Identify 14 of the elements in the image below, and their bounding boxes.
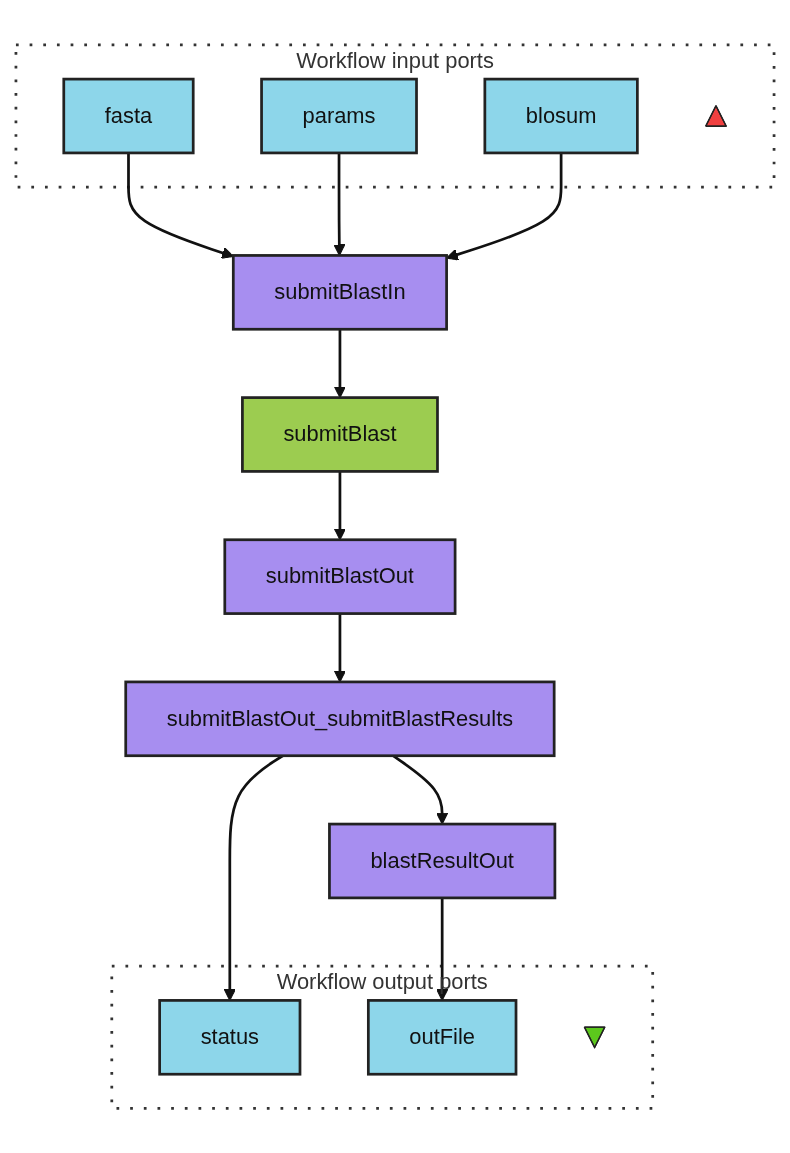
arrow [127,152,234,259]
node-box: submitBlastIn [231,253,448,331]
node-box: outFile [366,998,518,1076]
node-box: params [260,77,418,155]
arrow [333,152,346,256]
node-box: blastResultOut [328,822,557,900]
arrow [333,329,346,398]
node-box: submitBlast [241,396,439,473]
node-box: blosum [483,77,639,155]
node-box: submitBlastOut [223,538,457,615]
node-box: fasta [62,77,195,155]
node-box: status [158,998,302,1076]
arrow [446,152,563,261]
node-box: submitBlastOut_submitBlastResults [124,680,556,757]
